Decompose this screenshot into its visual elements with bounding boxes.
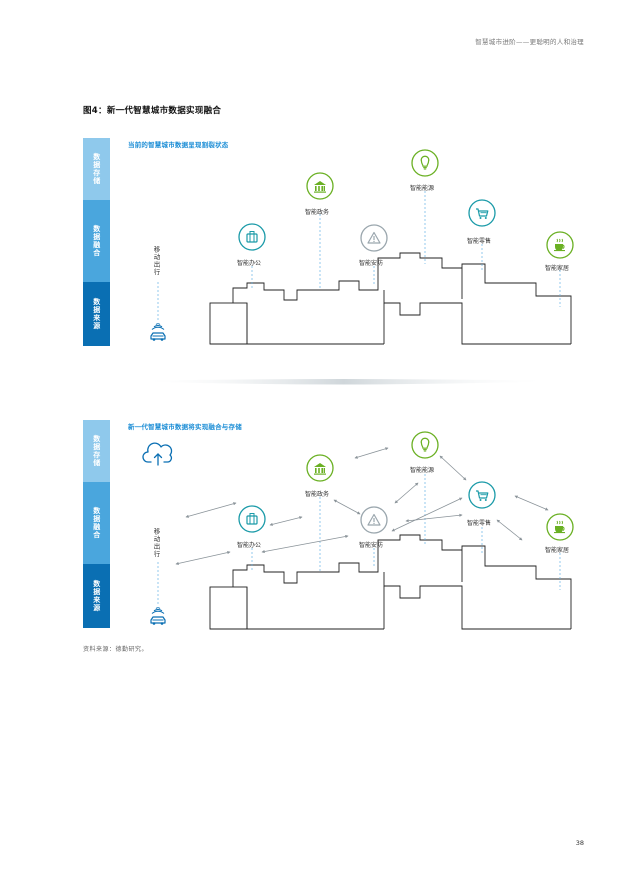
label-office-top: 智能办公 (237, 260, 262, 267)
side-label-source-2: 数据来源 (83, 564, 110, 628)
side-bar-top: 数据存储 数据融合 数据来源 (83, 138, 110, 346)
cloud-upload-icon (142, 442, 173, 466)
panel-separator (128, 379, 560, 385)
side-label-storage: 数据存储 (83, 138, 110, 200)
dashed-links-top (157, 191, 561, 320)
label-home-bottom: 智能家居 (545, 547, 570, 554)
side-label-storage-2: 数据存储 (83, 420, 110, 482)
icon-ring-office-top (238, 223, 266, 251)
icon-ring-retail-bottom (468, 481, 496, 509)
label-security-bottom: 智能安防 (359, 542, 384, 549)
mobility-label-bottom: 移动出行 (152, 528, 160, 558)
icon-ring-energy-bottom (411, 431, 439, 459)
icon-ring-government-bottom (306, 454, 334, 482)
icon-ring-energy-top (411, 149, 439, 177)
side-label-source: 数据来源 (83, 282, 110, 346)
panel-bottom-subtitle: 新一代智慧城市数据将实现融合与存储 (128, 423, 242, 431)
side-label-fusion: 数据融合 (83, 200, 110, 282)
label-government-bottom: 智能政务 (305, 491, 330, 498)
page-number: 38 (575, 839, 584, 847)
icon-ring-home-bottom (546, 513, 574, 541)
icon-ring-government-top (306, 172, 334, 200)
icon-ring-retail-top (468, 199, 496, 227)
icon-ring-security-top (360, 224, 388, 252)
label-retail-bottom: 智能零售 (467, 520, 492, 527)
label-retail-top: 智能零售 (467, 238, 492, 245)
label-energy-top: 智能能源 (410, 185, 435, 192)
dashed-links-bottom (157, 474, 561, 604)
figure-title: 图4：新一代智慧城市数据实现融合 (83, 106, 222, 116)
source-note: 资料来源：德勤研究。 (83, 646, 149, 653)
label-office-bottom: 智能办公 (237, 542, 262, 549)
label-government-top: 智能政务 (305, 209, 330, 216)
label-energy-bottom: 智能能源 (410, 467, 435, 474)
skyline-bottom (209, 534, 572, 630)
side-bar-bottom: 数据存储 数据融合 数据来源 (83, 420, 110, 628)
icon-ring-security-bottom (360, 506, 388, 534)
icon-ring-home-top (546, 231, 574, 259)
mobility-label-top: 移动出行 (152, 246, 160, 276)
connected-car-icon (150, 323, 166, 342)
running-header: 智慧城市进阶——更聪明的人和治理 (475, 38, 584, 46)
connected-car-icon (150, 607, 166, 626)
label-home-top: 智能家居 (545, 265, 570, 272)
skyline-top (209, 252, 572, 345)
icon-ring-office-bottom (238, 505, 266, 533)
panel-top-subtitle: 当前的智慧城市数据呈现割裂状态 (128, 141, 229, 149)
fusion-arrows (175, 447, 549, 565)
side-label-fusion-2: 数据融合 (83, 482, 110, 564)
label-security-top: 智能安防 (359, 260, 384, 267)
